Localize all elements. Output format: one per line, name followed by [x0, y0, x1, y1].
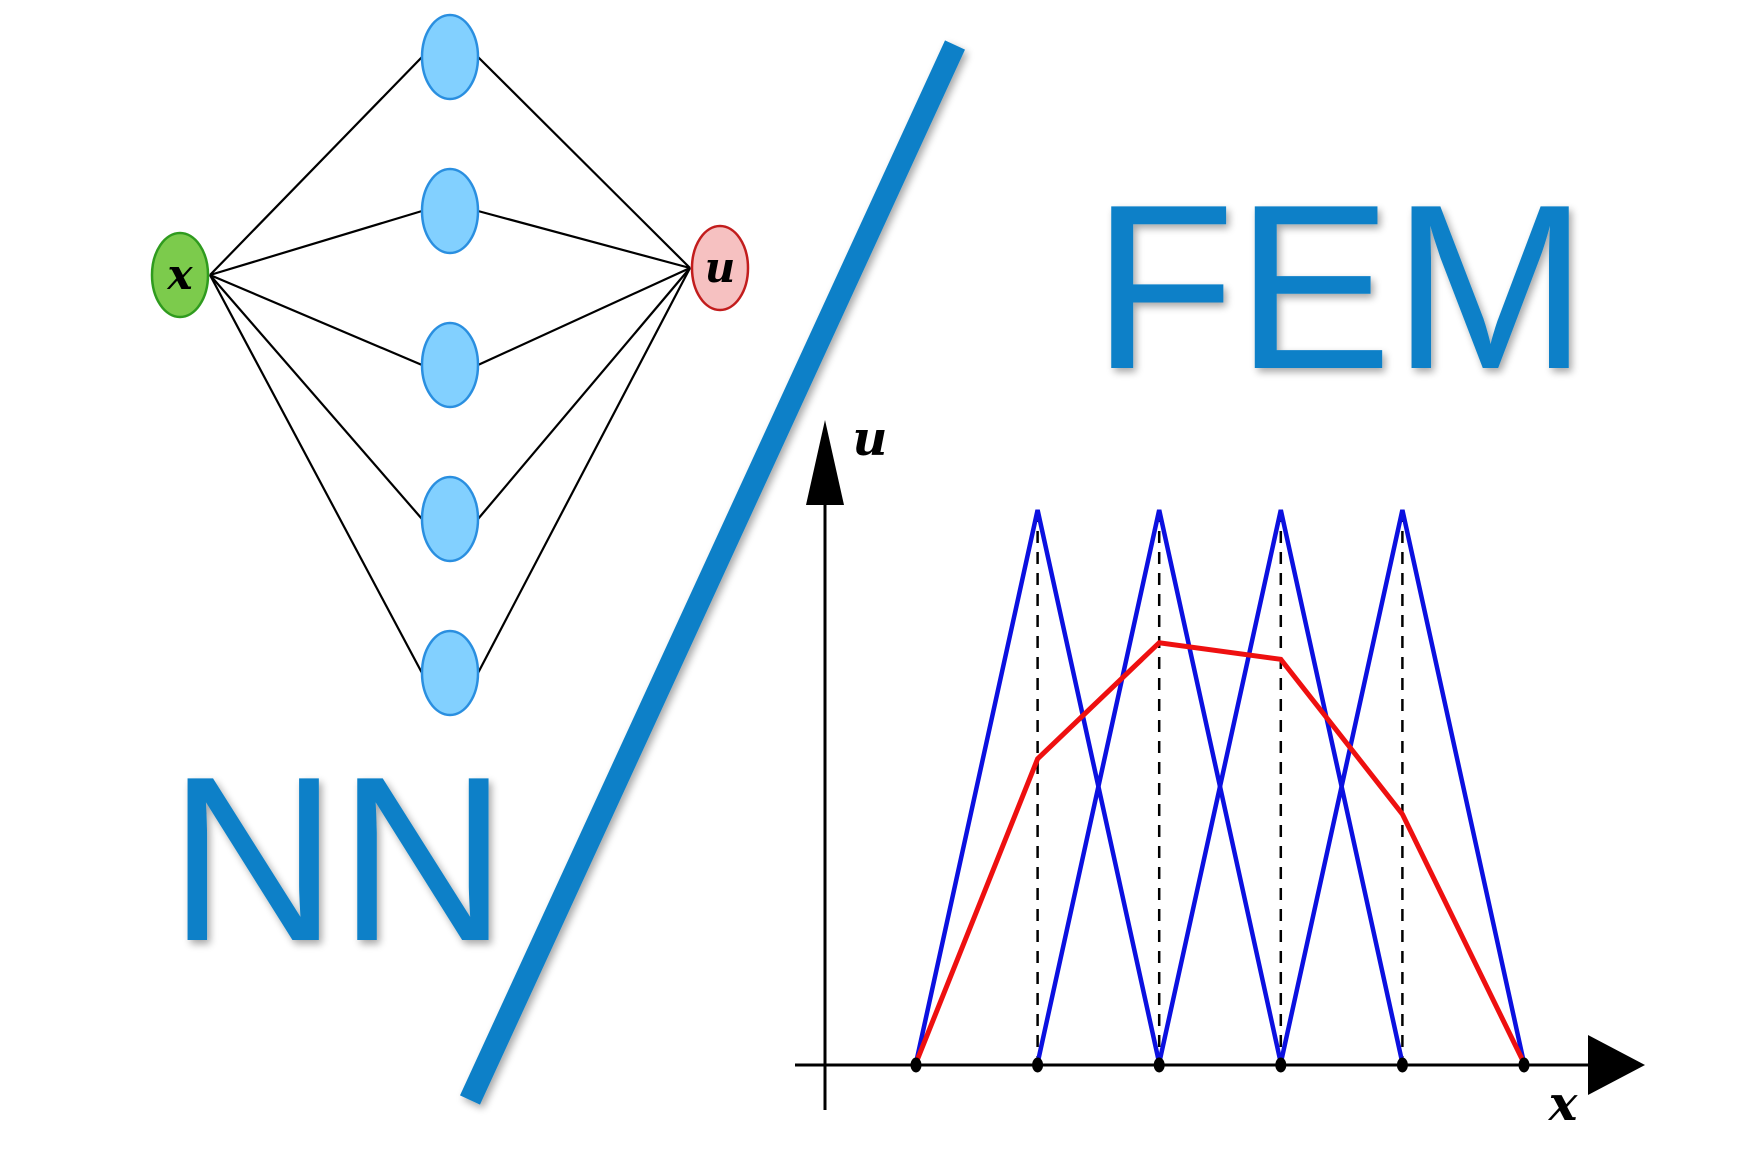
hidden-node-4	[420, 475, 480, 563]
input-node-label: x	[166, 250, 193, 299]
mesh-nodes	[910, 1057, 1530, 1073]
mesh-node-3	[1153, 1057, 1165, 1073]
edge-input-hidden-2	[209, 209, 423, 277]
edge-input-hidden-4	[209, 274, 423, 520]
hidden-node-3	[420, 321, 480, 409]
fem-plot: u x	[795, 411, 1645, 1132]
input-node	[150, 231, 210, 319]
edge-hidden-output-4	[477, 267, 691, 520]
edge-input-hidden-1	[209, 56, 423, 276]
mesh-node-1	[910, 1057, 922, 1073]
hidden-node-2	[420, 167, 480, 255]
mesh-node-2	[1032, 1057, 1044, 1073]
network-edges	[209, 56, 691, 674]
basis-function-1	[913, 509, 1162, 1064]
edge-hidden-output-5	[477, 267, 691, 674]
edge-input-hidden-3	[209, 273, 423, 367]
nn-title: NN	[168, 727, 507, 990]
hidden-node-5	[420, 629, 480, 717]
y-axis-arrowhead	[806, 420, 844, 505]
fem-title: FEM	[1092, 155, 1588, 418]
mesh-node-5	[1396, 1057, 1408, 1073]
edge-hidden-output-1	[477, 56, 691, 269]
node-guides	[1036, 510, 1404, 1063]
x-axis-arrowhead	[1588, 1035, 1645, 1095]
output-node	[690, 224, 750, 312]
y-axis-label: u	[853, 411, 888, 467]
solution-series	[913, 640, 1527, 1065]
basis-function-2	[1035, 509, 1283, 1064]
edge-hidden-output-2	[477, 209, 691, 270]
fem-solution	[913, 640, 1527, 1065]
basis-function-3	[1157, 509, 1405, 1064]
hidden-node-1	[420, 13, 480, 101]
mesh-node-4	[1275, 1057, 1287, 1073]
mesh-node-6	[1518, 1057, 1530, 1073]
edge-hidden-output-3	[477, 266, 691, 367]
x-axis-label: x	[1548, 1076, 1579, 1132]
slash-divider	[460, 40, 965, 1105]
basis-functions	[913, 509, 1527, 1064]
basis-function-4	[1278, 509, 1527, 1064]
edge-input-hidden-5	[209, 274, 423, 674]
output-node-label: u	[705, 243, 736, 292]
